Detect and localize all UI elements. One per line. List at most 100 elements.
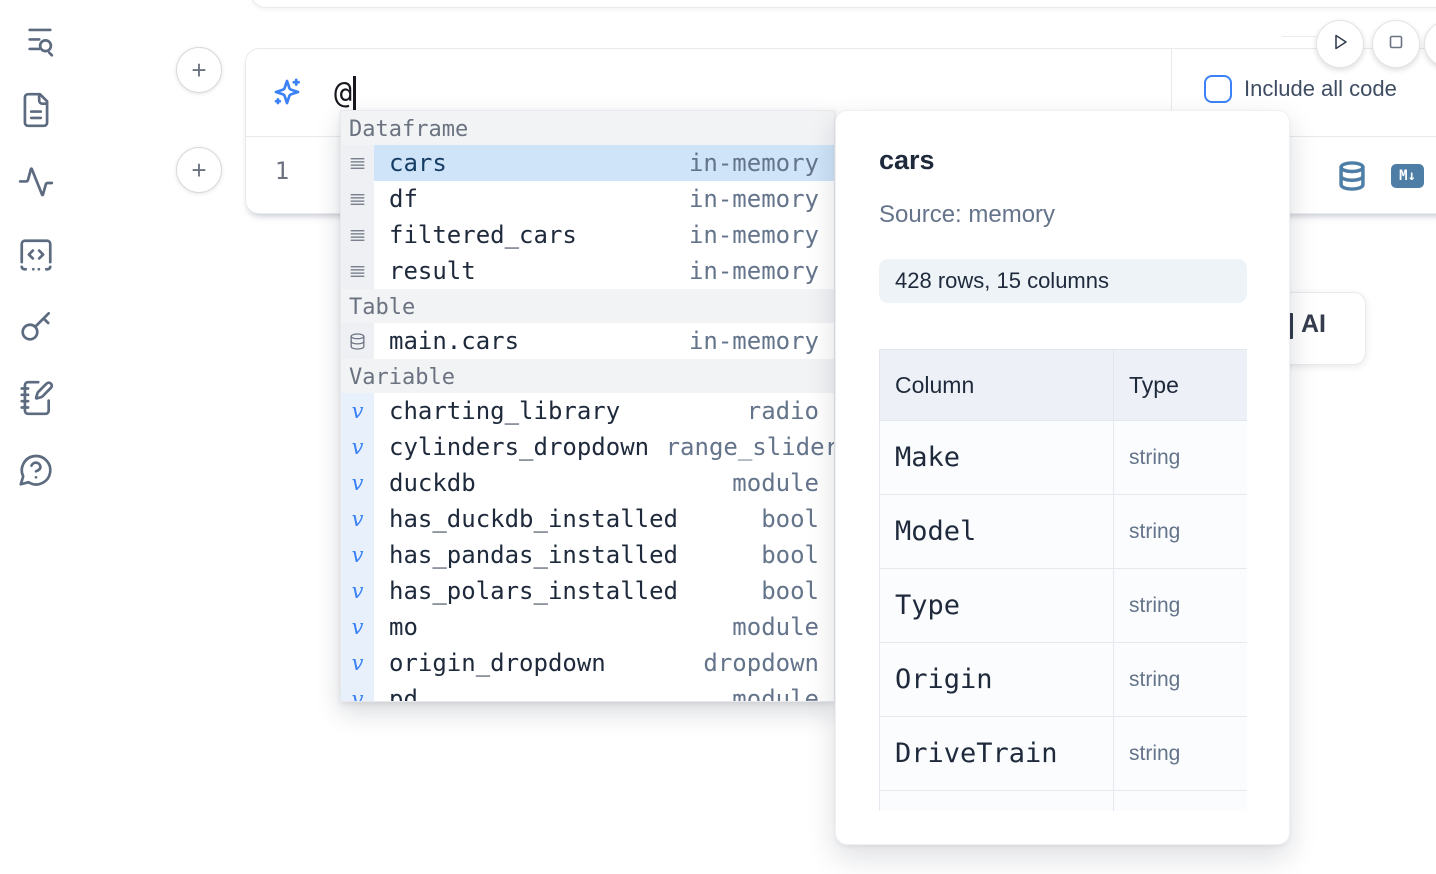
previous-cell-edge — [250, 0, 1436, 8]
sidebar-item-help[interactable] — [17, 451, 55, 489]
ai-prompt-input[interactable]: @ — [334, 71, 356, 115]
add-cell-above-button[interactable]: + — [176, 47, 222, 93]
item-type: in-memory — [688, 257, 819, 285]
variable-icon: v — [341, 609, 374, 645]
autocomplete-section-dataframe: Dataframe — [341, 111, 834, 145]
schema-column-name: Origin — [895, 664, 993, 695]
item-name: filtered_cars — [389, 221, 577, 249]
code-editor-row[interactable]: 1 M↓ — [246, 137, 1436, 215]
sidebar-item-snippets[interactable] — [17, 236, 55, 274]
prompt-divider — [1171, 49, 1172, 136]
item-type: bool — [761, 541, 819, 569]
sparkles-icon — [270, 75, 304, 109]
item-name: has_polars_installed — [389, 577, 678, 605]
item-type: radio — [746, 397, 819, 425]
database-output-icon[interactable] — [1336, 159, 1368, 193]
help-chat-icon — [17, 454, 55, 493]
variable-icon: v — [341, 537, 374, 573]
markdown-export-icon[interactable]: M↓ — [1391, 164, 1424, 188]
schema-column-type: string — [1129, 519, 1181, 543]
autocomplete-item-cars[interactable]: cars in-memory — [341, 145, 834, 181]
autocomplete-item-main.cars[interactable]: main.cars in-memory — [341, 323, 834, 359]
database-icon — [341, 323, 374, 359]
sidebar-item-files[interactable] — [17, 91, 55, 129]
sidebar-item-secrets[interactable] — [17, 307, 55, 345]
schema-column-type: string — [1129, 593, 1181, 617]
item-type: in-memory — [688, 149, 819, 177]
play-icon — [1328, 30, 1352, 59]
item-type: in-memory — [688, 185, 819, 213]
popup-source: Source: memory — [879, 201, 1056, 228]
variable-icon: v — [341, 681, 374, 701]
dataframe-preview-popup: cars Source: memory 428 rows, 15 columns… — [835, 110, 1290, 845]
item-name: cars — [389, 149, 447, 177]
schema-row-partial — [879, 790, 1247, 811]
stop-icon — [1384, 30, 1408, 59]
notebook-pen-icon — [17, 380, 55, 421]
item-name: origin_dropdown — [389, 649, 606, 677]
schema-row-type: Type string — [879, 568, 1247, 643]
schema-header-column: Column — [879, 349, 1114, 421]
item-name: df — [389, 185, 418, 213]
schema-row-model: Model string — [879, 494, 1247, 569]
file-text-icon — [17, 92, 55, 133]
at-mention-autocomplete: Dataframe cars in-memory df in-memory filtere… — [340, 110, 835, 702]
left-sidebar — [0, 0, 72, 874]
schema-column-name: Make — [895, 442, 961, 473]
item-name: mo — [389, 613, 418, 641]
schema-column-name: DriveTrain — [895, 738, 1058, 769]
autocomplete-item-result[interactable]: result in-memory — [341, 253, 834, 289]
item-name: cylinders_dropdown — [389, 433, 650, 461]
item-name: main.cars — [389, 327, 520, 355]
sidebar-item-scratchpad[interactable] — [17, 379, 55, 417]
item-name: duckdb — [389, 469, 476, 497]
autocomplete-item-has_pandas_installed[interactable]: v has_pandas_installed bool — [341, 537, 834, 573]
item-name: has_duckdb_installed — [389, 505, 678, 533]
ai-prompt-row: @ Include all code — [246, 49, 1436, 137]
item-name: charting_library — [389, 397, 621, 425]
schema-row-drivetrain: DriveTrain string — [879, 716, 1247, 791]
item-name: has_pandas_installed — [389, 541, 678, 569]
run-cell-button[interactable] — [1316, 20, 1364, 68]
item-type: in-memory — [688, 327, 819, 355]
previous-cell-divider — [1282, 36, 1320, 37]
sidebar-item-activity[interactable] — [17, 164, 55, 202]
add-cell-below-button[interactable]: + — [176, 147, 222, 193]
dataframe-icon — [341, 181, 374, 217]
item-type: module — [732, 469, 819, 497]
autocomplete-section-table: Table — [341, 289, 834, 323]
schema-column-name: Model — [895, 516, 977, 547]
stop-cell-button[interactable] — [1372, 20, 1420, 68]
clipped-letter — [1289, 313, 1293, 339]
item-type: module — [732, 685, 819, 702]
sidebar-item-search[interactable] — [17, 22, 55, 60]
schema-column-type: string — [1129, 741, 1181, 765]
include-all-code-label[interactable]: Include all code — [1244, 76, 1397, 101]
variable-icon: v — [341, 429, 374, 465]
dataframe-icon — [341, 253, 374, 289]
key-icon — [17, 311, 55, 349]
schema-column-name: Type — [895, 590, 961, 621]
item-name: pd — [389, 685, 418, 702]
include-all-code-checkbox[interactable] — [1204, 75, 1232, 103]
code-square-icon — [17, 239, 55, 278]
variable-icon: v — [341, 573, 374, 609]
schema-header-type: Type — [1113, 349, 1247, 421]
autocomplete-item-df[interactable]: df in-memory — [341, 181, 834, 217]
variable-icon: v — [341, 645, 374, 681]
line-number: 1 — [274, 157, 290, 185]
item-name: result — [389, 257, 476, 285]
activity-icon — [17, 167, 55, 206]
